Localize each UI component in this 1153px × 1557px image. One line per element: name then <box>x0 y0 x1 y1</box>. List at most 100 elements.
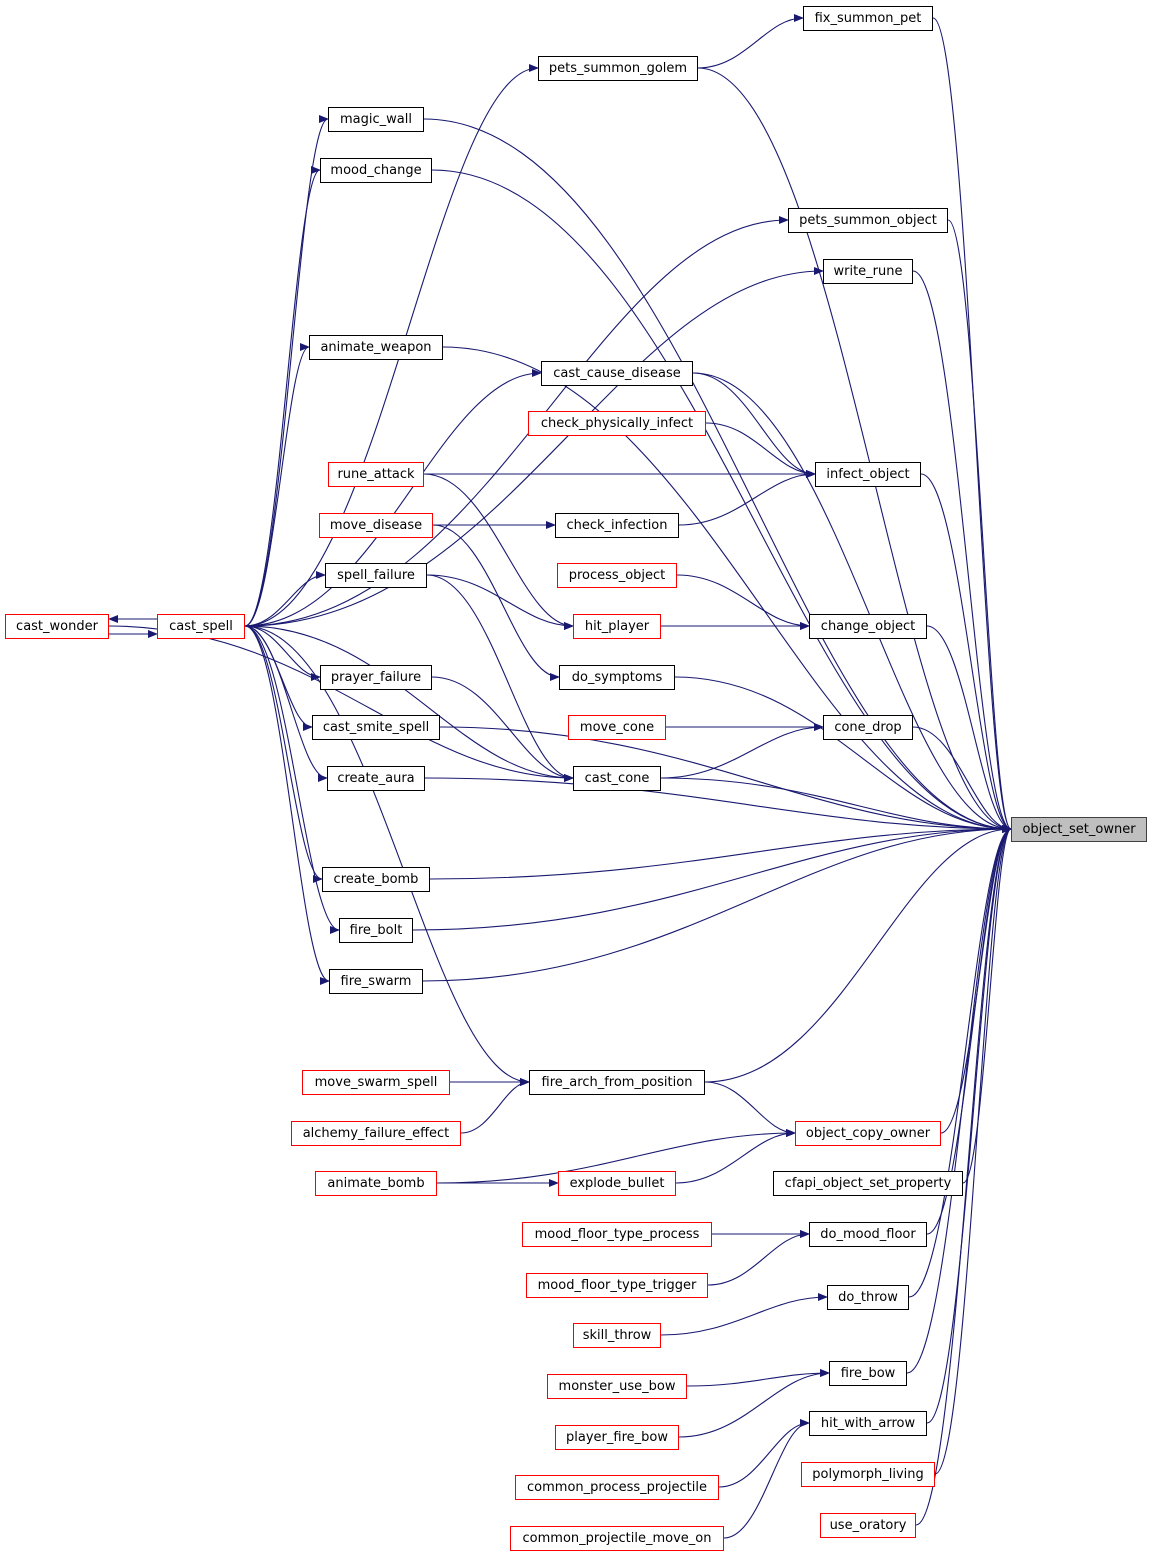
edge-fix-summon-pet-to-pets-summon-golem <box>697 14 804 69</box>
node-fire-arch-from-position[interactable]: fire_arch_from_position <box>529 1069 705 1095</box>
node-cast-cause-disease[interactable]: cast_cause_disease <box>541 360 693 386</box>
node-label: prayer_failure <box>330 669 422 685</box>
node-move-disease[interactable]: move_disease <box>319 512 433 538</box>
node-rune-attack[interactable]: rune_attack <box>328 461 424 487</box>
node-create-aura[interactable]: create_aura <box>327 765 425 791</box>
edge-object-set-owner-to-do-symptoms <box>674 676 1012 833</box>
node-use-oratory[interactable]: use_oratory <box>820 1512 916 1538</box>
node-check-physically-infect[interactable]: check_physically_infect <box>528 410 706 436</box>
node-skill-throw[interactable]: skill_throw <box>573 1322 661 1348</box>
node-common-process-projectile[interactable]: common_process_projectile <box>515 1474 719 1500</box>
node-explode-bullet[interactable]: explode_bullet <box>558 1170 676 1196</box>
edge-object-set-owner-to-fire-arch-from-position <box>704 825 1012 1083</box>
node-pets-summon-object[interactable]: pets_summon_object <box>788 207 948 233</box>
node-mood-change[interactable]: mood_change <box>320 157 432 183</box>
edge-change-object-to-process-object <box>676 574 810 630</box>
edge-hit-player-to-rune-attack <box>423 473 574 630</box>
edge-create-aura-to-cast-spell <box>244 625 328 782</box>
node-label: player_fire_bow <box>566 1429 668 1445</box>
edge-object-set-owner-to-create-bomb <box>429 825 1012 880</box>
node-cone-drop[interactable]: cone_drop <box>823 714 913 740</box>
node-label: skill_throw <box>582 1327 652 1343</box>
node-cast-cone[interactable]: cast_cone <box>573 765 661 791</box>
node-animate-weapon[interactable]: animate_weapon <box>309 334 443 360</box>
node-prayer-failure[interactable]: prayer_failure <box>320 664 432 690</box>
node-cast-wonder[interactable]: cast_wonder <box>5 613 109 639</box>
edge-object-set-owner-to-polymorph-living <box>934 825 1012 1475</box>
node-hit-with-arrow[interactable]: hit_with_arrow <box>809 1410 927 1436</box>
edge-animate-weapon-to-cast-spell <box>244 343 310 627</box>
edge-do-symptoms-to-move-disease <box>432 524 560 681</box>
node-object-copy-owner[interactable]: object_copy_owner <box>795 1120 941 1146</box>
node-do-mood-floor[interactable]: do_mood_floor <box>809 1221 927 1247</box>
edge-object-set-owner-to-cast-smite-spell <box>439 726 1012 833</box>
node-label: move_cone <box>579 719 655 735</box>
node-process-object[interactable]: process_object <box>557 562 677 588</box>
node-label: object_copy_owner <box>805 1125 931 1141</box>
node-player-fire-bow[interactable]: player_fire_bow <box>555 1424 679 1450</box>
node-move-swarm-spell[interactable]: move_swarm_spell <box>302 1069 450 1095</box>
node-animate-bomb[interactable]: animate_bomb <box>315 1170 437 1196</box>
edge-prayer-failure-to-cast-spell <box>244 625 321 681</box>
edge-object-set-owner-to-do-throw <box>908 825 1012 1298</box>
node-label: cone_drop <box>834 719 902 735</box>
node-fire-bolt[interactable]: fire_bolt <box>339 917 413 943</box>
node-common-projectile-move-on[interactable]: common_projectile_move_on <box>510 1525 724 1551</box>
node-spell-failure[interactable]: spell_failure <box>325 562 427 588</box>
node-label: animate_weapon <box>320 339 432 355</box>
node-label: do_mood_floor <box>820 1226 916 1242</box>
node-fire-swarm[interactable]: fire_swarm <box>329 968 423 994</box>
node-do-symptoms[interactable]: do_symptoms <box>559 664 675 690</box>
edge-hit-with-arrow-to-common-process-projectile <box>718 1419 810 1488</box>
edge-fire-bow-to-player-fire-bow <box>678 1369 830 1438</box>
edge-spell-failure-to-cast-spell <box>244 571 326 627</box>
node-write-rune[interactable]: write_rune <box>823 258 913 284</box>
node-infect-object[interactable]: infect_object <box>815 461 921 487</box>
node-label: rune_attack <box>337 466 415 482</box>
node-label: monster_use_bow <box>558 1378 676 1394</box>
node-pets-summon-golem[interactable]: pets_summon_golem <box>538 55 698 81</box>
edge-cast-cone-to-cast-spell <box>244 625 574 782</box>
edge-object-set-owner-to-fire-swarm <box>422 825 1012 982</box>
node-cfapi-object-set-property[interactable]: cfapi_object_set_property <box>773 1170 963 1196</box>
node-label: do_symptoms <box>571 669 663 685</box>
node-label: fix_summon_pet <box>814 10 922 26</box>
node-label: fire_swarm <box>340 973 412 989</box>
node-label: do_throw <box>838 1289 898 1305</box>
node-label: change_object <box>820 618 916 634</box>
node-label: spell_failure <box>337 567 415 583</box>
node-monster-use-bow[interactable]: monster_use_bow <box>547 1373 687 1399</box>
node-label: pets_summon_object <box>799 212 937 228</box>
node-label: alchemy_failure_effect <box>302 1125 450 1141</box>
node-fix-summon-pet[interactable]: fix_summon_pet <box>803 5 933 31</box>
edge-object-set-owner-to-cfapi-object-set-property <box>962 825 1012 1184</box>
node-label: fire_bolt <box>349 922 403 938</box>
edge-infect-object-to-check-infection <box>678 470 816 526</box>
node-do-throw[interactable]: do_throw <box>827 1284 909 1310</box>
node-mood-floor-type-trigger[interactable]: mood_floor_type_trigger <box>526 1272 708 1298</box>
edge-object-set-owner-to-fire-bolt <box>412 825 1012 931</box>
edge-cast-cone-to-prayer-failure <box>431 676 574 782</box>
node-cast-smite-spell[interactable]: cast_smite_spell <box>312 714 440 740</box>
node-mood-floor-type-process[interactable]: mood_floor_type_process <box>522 1221 712 1247</box>
edge-cast-cone-to-spell-failure <box>426 574 574 782</box>
edge-object-set-owner-to-create-aura <box>424 777 1012 833</box>
node-move-cone[interactable]: move_cone <box>568 714 666 740</box>
node-create-bomb[interactable]: create_bomb <box>322 866 430 892</box>
node-check-infection[interactable]: check_infection <box>555 512 679 538</box>
node-label: object_set_owner <box>1022 821 1136 837</box>
edge-object-set-owner-to-fire-bow <box>906 825 1012 1374</box>
node-cast-spell[interactable]: cast_spell <box>157 613 245 639</box>
edge-magic-wall-to-cast-spell <box>244 115 329 627</box>
node-polymorph-living[interactable]: polymorph_living <box>801 1461 935 1487</box>
node-fire-bow[interactable]: fire_bow <box>829 1360 907 1386</box>
edge-fire-bow-to-monster-use-bow <box>686 1369 830 1387</box>
edge-write-rune-to-cast-spell <box>244 267 824 627</box>
node-magic-wall[interactable]: magic_wall <box>328 106 424 132</box>
node-label: process_object <box>568 567 666 583</box>
node-change-object[interactable]: change_object <box>809 613 927 639</box>
node-alchemy-failure-effect[interactable]: alchemy_failure_effect <box>291 1120 461 1146</box>
edge-cone-drop-to-cast-cone <box>660 723 824 779</box>
node-hit-player[interactable]: hit_player <box>573 613 661 639</box>
node-label: explode_bullet <box>569 1175 665 1191</box>
